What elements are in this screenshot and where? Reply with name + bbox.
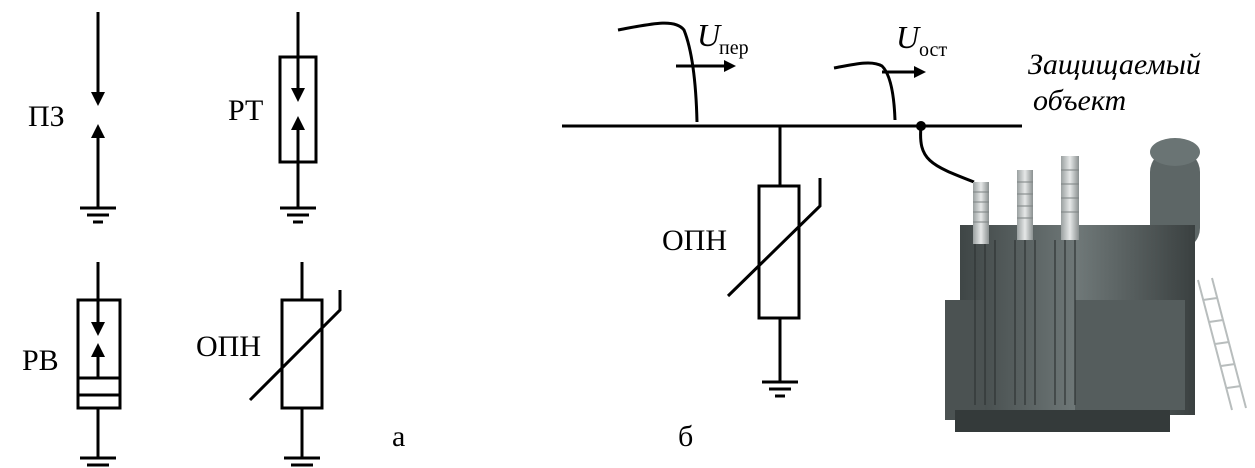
protected-object-line2: объект [1033, 84, 1126, 117]
ground-icon [80, 206, 116, 224]
label-opn-a: ОПН [196, 330, 261, 363]
surge-arrester-body-b [757, 184, 801, 320]
caption-b: б [678, 420, 693, 453]
label-rt: РТ [228, 94, 263, 127]
transformer-illustration [945, 138, 1247, 432]
ground-icon [280, 206, 316, 224]
protected-object-line1: Защищаемый [1028, 48, 1201, 81]
label-u-residual: U [896, 19, 921, 55]
label-opn-b: ОПН [662, 224, 727, 257]
spark-gap-symbol [80, 12, 116, 224]
label-u-residual-sub: ост [919, 39, 947, 61]
label-rv: РВ [22, 344, 59, 377]
ground-icon [80, 456, 116, 467]
surge-arrester-symbol-a [248, 262, 342, 467]
label-pz: ПЗ [28, 100, 65, 133]
caption-a: а [392, 420, 405, 453]
tube-arrester-symbol [278, 12, 318, 224]
ground-icon [284, 456, 320, 467]
label-u-incoming-sub: пер [719, 37, 749, 59]
panel-b [562, 21, 1022, 398]
panel-a [76, 12, 342, 467]
residual-wave-curve [833, 61, 897, 121]
ground-icon [762, 380, 798, 398]
valve-arrester-symbol [76, 262, 122, 467]
incoming-wave-curve [617, 21, 699, 123]
label-u-incoming: U [697, 17, 722, 53]
